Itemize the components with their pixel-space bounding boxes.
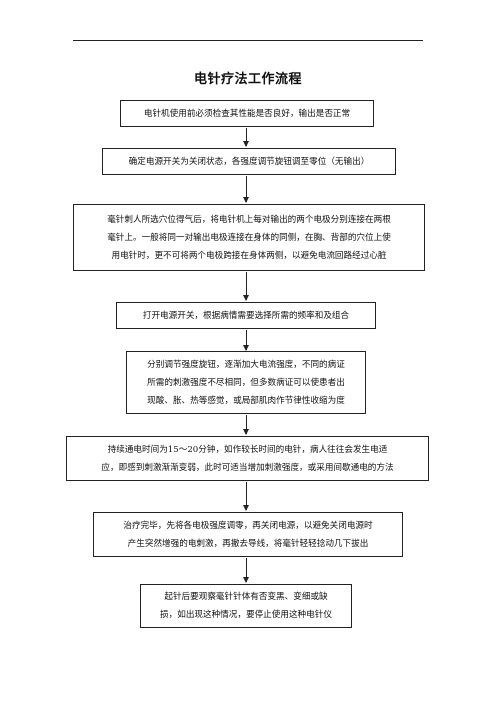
flow-step-8-text: 起针后要观察毫针针体有否变黑、变细或缺 损，如出现这种情况，要停止使用这种电针仪 bbox=[160, 592, 332, 620]
flow-step-4: 打开电源开关，根据病情需要选择所需的频率和及组合 bbox=[116, 302, 376, 329]
flow-step-5-text: 分别调节强度旋钮，逐渐加大电流强度，不同的病证 所需的刺激强度不尽相同，但多数病… bbox=[147, 359, 345, 406]
page-title: 电针疗法工作流程 bbox=[193, 72, 302, 87]
flow-arrow-1 bbox=[243, 128, 249, 147]
flow-step-7-text: 治疗完毕，先将各电极强度调零，再关闭电源，以避免关闭电源时 产生突然增强的电刺激… bbox=[123, 520, 373, 549]
flow-arrow-7 bbox=[243, 558, 249, 583]
flow-step-3: 毫针刺人所选穴位得气后，将电针机上每对输出的两个电极分别连接在两根 毫针上。一般… bbox=[73, 204, 425, 271]
flow-step-6: 持续通电时间为15～20分钟，如作较长时间的电针，病人往往会发生电适 应，即感到… bbox=[66, 436, 429, 481]
flow-arrow-2 bbox=[243, 176, 249, 203]
flow-step-5: 分别调节强度旋钮，逐渐加大电流强度，不同的病证 所需的刺激强度不尽相同，但多数病… bbox=[126, 351, 366, 414]
flow-arrow-5 bbox=[243, 415, 249, 435]
flow-step-6-text: 持续通电时间为15～20分钟，如作较长时间的电针，病人往往会发生电适 应，即感到… bbox=[101, 444, 394, 473]
header-rule bbox=[73, 40, 423, 41]
flow-step-8: 起针后要观察毫针针体有否变黑、变细或缺 损，如出现这种情况，要停止使用这种电针仪 bbox=[140, 584, 352, 628]
flow-step-1: 电针机使用前必须检查其性能是否良好，输出是否正常 bbox=[120, 100, 374, 127]
flow-step-3-text: 毫针刺人所选穴位得气后，将电针机上每对输出的两个电极分别连接在两根 毫针上。一般… bbox=[107, 214, 391, 261]
flow-step-1-text: 电针机使用前必须检查其性能是否良好，输出是否正常 bbox=[143, 108, 351, 119]
flow-step-2-text: 确定电源开关为关闭状态，各强度调节旋钮调至零位（无输出） bbox=[128, 156, 370, 167]
flow-arrow-4 bbox=[243, 330, 249, 351]
flow-step-4-text: 打开电源开关，根据病情需要选择所需的频率和及组合 bbox=[142, 310, 350, 321]
flow-step-2: 确定电源开关为关闭状态，各强度调节旋钮调至零位（无输出） bbox=[102, 148, 396, 175]
flow-arrow-3 bbox=[243, 272, 249, 301]
flow-step-7: 治疗完毕，先将各电极强度调零，再关闭电源，以避免关闭电源时 产生突然增强的电刺激… bbox=[93, 512, 403, 557]
flow-arrow-6 bbox=[243, 482, 249, 511]
